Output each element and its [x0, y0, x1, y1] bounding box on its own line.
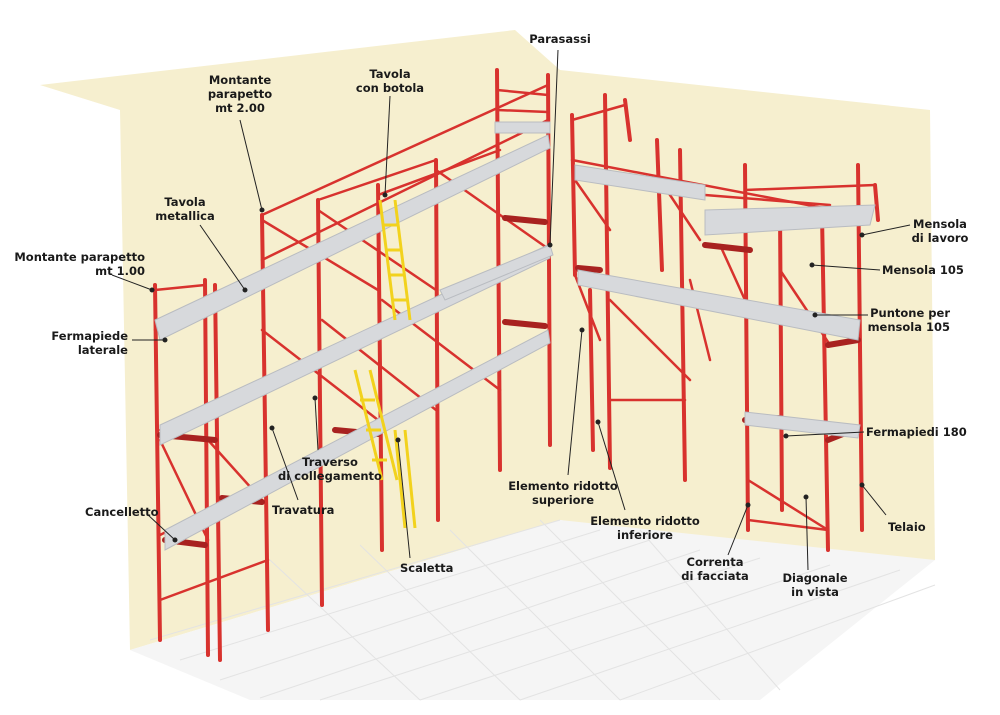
label-text: mensola 105 [867, 320, 950, 334]
label-text: Cancelletto [85, 505, 159, 519]
label-fermapiedi-180: Fermapiedi 180 [866, 425, 967, 439]
label-text: Travatura [272, 503, 335, 517]
deck-r4 [744, 411, 861, 439]
label-cancelletto: Cancelletto [85, 505, 159, 519]
label-text: Fermapiedi 180 [866, 425, 967, 439]
label-scaletta: Scaletta [400, 561, 453, 575]
label-text: di facciata [681, 569, 749, 583]
label-text: Montante [208, 73, 272, 87]
label-telaio: Telaio [888, 520, 926, 534]
label-mensola-di-lavoro: Mensola di lavoro [900, 217, 980, 245]
label-montante-parapetto-200: Montante parapetto mt 2.00 [195, 73, 285, 115]
label-elemento-ridotto-superiore: Elemento ridotto superiore [508, 479, 618, 507]
label-text: parapetto [207, 87, 273, 101]
label-text: Mensola 105 [882, 263, 964, 277]
label-parasassi: Parasassi [520, 32, 600, 46]
label-text: mt 1.00 [95, 264, 145, 278]
label-text: Telaio [888, 520, 926, 534]
floor-grid [149, 519, 936, 701]
leader-lines [111, 49, 911, 571]
deck-r2 [704, 204, 876, 236]
label-text: Elemento ridotto [508, 479, 618, 493]
ladders [353, 199, 417, 529]
label-tavola-metallica: Tavola metallica [145, 195, 225, 223]
label-text: superiore [531, 493, 595, 507]
deck-r1 [574, 164, 706, 201]
label-traverso-di-collegamento: Traverso di collegamento [270, 455, 390, 483]
label-text: Mensola [913, 217, 967, 231]
label-text: di lavoro [911, 231, 969, 245]
left-decks [154, 121, 554, 551]
label-text: Puntone per [870, 306, 950, 320]
label-mensola-105: Mensola 105 [882, 263, 964, 277]
label-text: laterale [77, 343, 128, 357]
label-montante-parapetto-100: Montante parapetto mt 1.00 [10, 250, 145, 278]
label-text: Elemento ridotto [590, 514, 700, 528]
label-text: Diagonale [782, 571, 848, 585]
deck-r3 [577, 269, 861, 341]
label-correnta-di-facciata: Correnta di facciata [675, 555, 755, 583]
label-tavola-con-botola: Tavola con botola [350, 67, 430, 95]
label-text: Tavola [369, 67, 411, 81]
label-text: Fermapiede [51, 329, 128, 343]
label-text: Correnta [686, 555, 744, 569]
deck-l3 [164, 329, 551, 551]
label-text: Traverso [302, 455, 358, 469]
label-text: di collegamento [278, 469, 382, 483]
label-text: Scaletta [400, 561, 454, 575]
label-text: inferiore [617, 528, 673, 542]
label-text: metallica [155, 209, 215, 223]
label-text: Montante parapetto [14, 250, 145, 264]
right-decks [574, 164, 876, 439]
label-text: con botola [355, 81, 425, 95]
label-puntone-per-mensola-105: Puntone per mensola 105 [860, 306, 950, 334]
label-diagonale-in-vista: Diagonale in vista [775, 571, 855, 599]
background [40, 30, 936, 701]
label-elemento-ridotto-inferiore: Elemento ridotto inferiore [590, 514, 700, 542]
label-travatura: Travatura [272, 503, 334, 517]
label-text: Parasassi [529, 32, 591, 46]
deck-l1 [154, 134, 551, 341]
label-text: mt 2.00 [215, 101, 265, 115]
label-text: Tavola [164, 195, 206, 209]
parasassi-deck [439, 244, 554, 301]
floor [130, 520, 935, 700]
back-wall-left [40, 30, 560, 650]
label-text: in vista [791, 585, 839, 599]
deck-top [494, 121, 551, 134]
left-uprights [153, 68, 552, 662]
label-fermapiede-laterale: Fermapiede laterale [40, 329, 128, 357]
